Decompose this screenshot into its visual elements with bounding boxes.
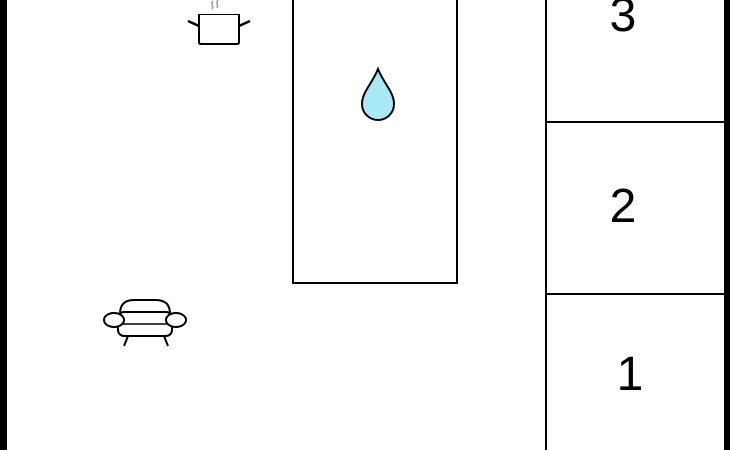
room-separator-3-2 — [545, 121, 725, 123]
room-label-2: 2 — [609, 180, 637, 233]
room-column-divider — [545, 0, 547, 450]
right-wall — [724, 0, 730, 450]
left-wall — [0, 0, 7, 450]
room-label-3: 3 — [609, 0, 637, 42]
water-area — [292, 0, 458, 284]
room-separator-2-1 — [545, 293, 725, 295]
cooking-pot-icon — [187, 0, 251, 45]
water-drop-icon — [360, 66, 396, 121]
sofa-icon — [103, 299, 187, 347]
room-label-1: 1 — [616, 348, 644, 401]
